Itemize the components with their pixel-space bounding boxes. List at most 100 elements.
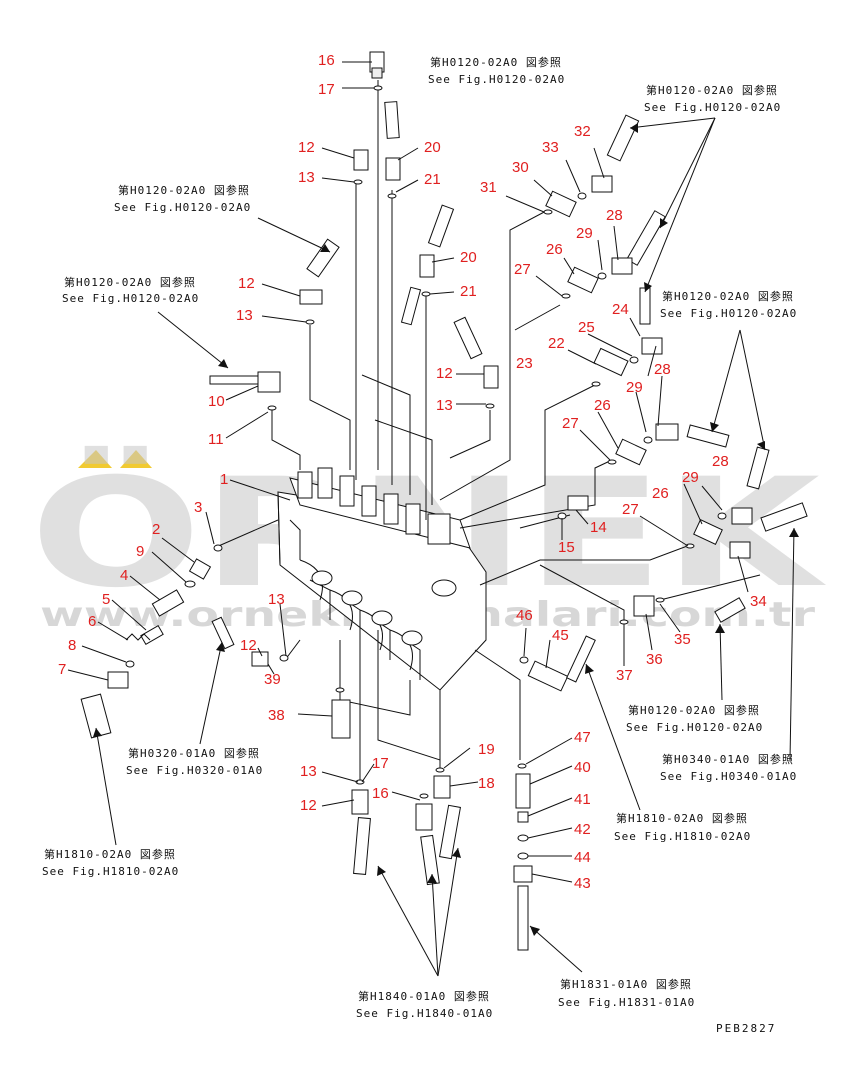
reference-jp: 第H0120-02A0 図参照 <box>662 289 794 303</box>
callout: 29 <box>682 469 699 486</box>
reference-en: See Fig.H0120-02A0 <box>626 721 763 734</box>
reference-en: See Fig.H0340-01A0 <box>660 770 797 783</box>
drawing-code: PEB2827 <box>716 1022 776 1035</box>
reference-jp: 第H0320-01A0 図参照 <box>128 746 260 760</box>
callout: 5 <box>102 591 110 608</box>
callout: 28 <box>712 453 729 470</box>
reference-arrows <box>93 117 799 977</box>
callout: 33 <box>542 139 559 156</box>
callout: 35 <box>674 631 691 648</box>
callout: 17 <box>372 755 389 772</box>
callout: 24 <box>612 301 629 318</box>
callout: 3 <box>194 499 202 516</box>
pipe-lines <box>213 80 761 780</box>
callout: 29 <box>576 225 593 242</box>
callout: 14 <box>590 519 607 536</box>
callout: 15 <box>558 539 575 556</box>
callout: 32 <box>574 123 591 140</box>
callout: 40 <box>574 759 591 776</box>
reference-jp: 第H0120-02A0 図参照 <box>430 55 562 69</box>
reference-en: See Fig.H1810-02A0 <box>614 830 751 843</box>
callout: 13 <box>436 397 453 414</box>
callout: 28 <box>654 361 671 378</box>
callout: 34 <box>750 593 767 610</box>
callout: 26 <box>594 397 611 414</box>
reference-en: See Fig.H1840-01A0 <box>356 1007 493 1020</box>
callout: 37 <box>616 667 633 684</box>
callout: 45 <box>552 627 569 644</box>
callout: 19 <box>478 741 495 758</box>
callout: 36 <box>646 651 663 668</box>
reference-en: See Fig.H0120-02A0 <box>114 201 251 214</box>
callout: 47 <box>574 729 591 746</box>
callout: 13 <box>236 307 253 324</box>
callout: 25 <box>578 319 595 336</box>
fittings <box>80 51 808 951</box>
reference-en: See Fig.H0120-02A0 <box>644 101 781 114</box>
reference-en: See Fig.H1831-01A0 <box>558 996 695 1009</box>
leader-lines <box>67 61 749 883</box>
callout: 39 <box>264 671 281 688</box>
reference-jp: 第H1810-02A0 図参照 <box>44 847 176 861</box>
callout: 12 <box>240 637 257 654</box>
callout: 23 <box>516 355 533 372</box>
reference-en: See Fig.H1810-02A0 <box>42 865 179 878</box>
callout: 10 <box>208 393 225 410</box>
callout: 13 <box>268 591 285 608</box>
callout: 27 <box>514 261 531 278</box>
callout: 12 <box>300 797 317 814</box>
callout: 21 <box>460 283 477 300</box>
callout-numbers: 16 17 12 13 20 21 20 21 12 13 12 13 10 1… <box>58 52 767 892</box>
callout: 27 <box>622 501 639 518</box>
reference-jp: 第H0120-02A0 図参照 <box>646 83 778 97</box>
callout: 20 <box>424 139 441 156</box>
reference-jp: 第H0120-02A0 図参照 <box>64 275 196 289</box>
callout: 42 <box>574 821 591 838</box>
callout: 28 <box>606 207 623 224</box>
figure-references: 第H0120-02A0 図参照 See Fig.H0120-02A0 第H012… <box>42 55 797 1020</box>
reference-en: See Fig.H0120-02A0 <box>62 292 199 305</box>
callout: 18 <box>478 775 495 792</box>
callout: 11 <box>208 431 224 448</box>
callout: 44 <box>574 849 591 866</box>
callout: 26 <box>546 241 563 258</box>
callout: 1 <box>220 471 228 488</box>
callout: 12 <box>238 275 255 292</box>
reference-jp: 第H1831-01A0 図参照 <box>560 977 692 991</box>
callout: 22 <box>548 335 565 352</box>
callout: 26 <box>652 485 669 502</box>
reference-jp: 第H0120-02A0 図参照 <box>118 183 250 197</box>
callout: 38 <box>268 707 285 724</box>
callout: 12 <box>298 139 315 156</box>
callout: 6 <box>88 613 96 630</box>
callout: 20 <box>460 249 477 266</box>
callout: 9 <box>136 543 144 560</box>
callout: 46 <box>516 607 533 624</box>
watermark-accent-right <box>120 450 152 468</box>
reference-jp: 第H1840-01A0 図参照 <box>358 989 490 1003</box>
callout: 13 <box>298 169 315 186</box>
reference-en: See Fig.H0120-02A0 <box>428 73 565 86</box>
callout: 30 <box>512 159 529 176</box>
callout: 29 <box>626 379 643 396</box>
callout: 16 <box>372 785 389 802</box>
callout: 13 <box>300 763 317 780</box>
callout: 4 <box>120 567 128 584</box>
callout: 27 <box>562 415 579 432</box>
reference-jp: 第H0340-01A0 図参照 <box>662 752 794 766</box>
reference-en: See Fig.H0120-02A0 <box>660 307 797 320</box>
callout: 8 <box>68 637 76 654</box>
callout: 21 <box>424 171 441 188</box>
control-valve-body <box>277 467 487 691</box>
callout: 31 <box>480 179 497 196</box>
callout: 16 <box>318 52 335 69</box>
reference-jp: 第H1810-02A0 図参照 <box>616 811 748 825</box>
callout: 12 <box>436 365 453 382</box>
reference-en: See Fig.H0320-01A0 <box>126 764 263 777</box>
callout: 43 <box>574 875 591 892</box>
callout: 2 <box>152 521 160 538</box>
reference-jp: 第H0120-02A0 図参照 <box>628 703 760 717</box>
callout: 7 <box>58 661 66 678</box>
watermark-accent-left <box>78 450 112 468</box>
